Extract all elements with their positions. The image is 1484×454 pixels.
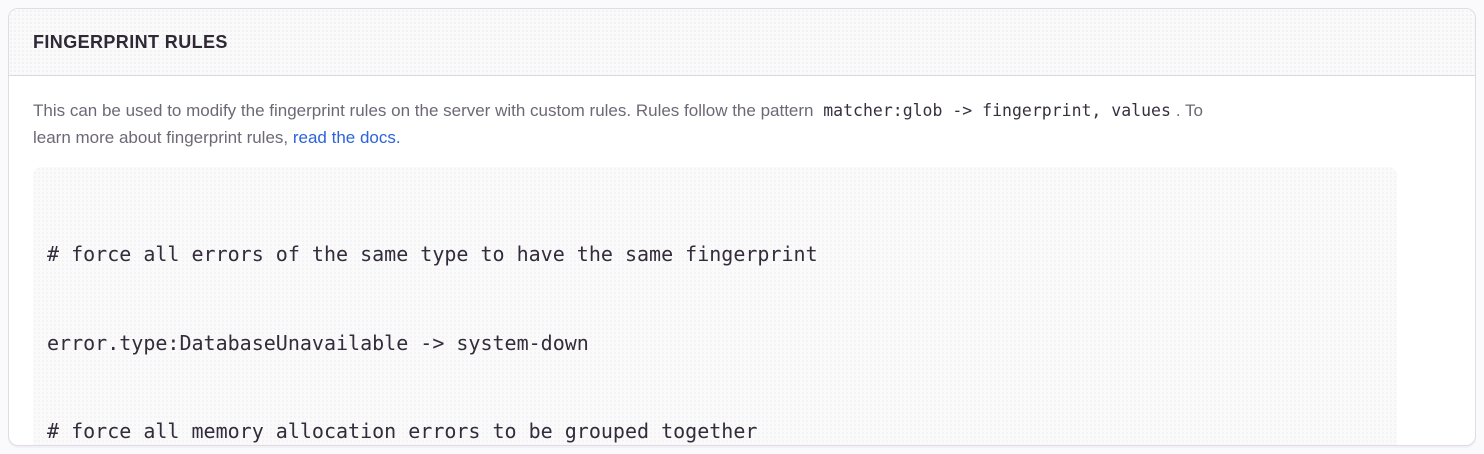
fingerprint-rules-panel: FINGERPRINT RULES This can be used to mo… bbox=[8, 8, 1476, 446]
example-code-line: # force all errors of the same type to h… bbox=[47, 242, 818, 266]
example-code-block: # force all errors of the same type to h… bbox=[33, 167, 1397, 445]
example-code-line: # force all memory allocation errors to … bbox=[47, 419, 758, 443]
read-the-docs-link[interactable]: read the docs. bbox=[292, 128, 401, 147]
panel-header: FINGERPRINT RULES bbox=[9, 9, 1475, 76]
panel-body: This can be used to modify the fingerpri… bbox=[9, 76, 1475, 445]
description-text-2: . To bbox=[1175, 101, 1203, 120]
description: This can be used to modify the fingerpri… bbox=[33, 97, 1405, 151]
example-code-line: error.type:DatabaseUnavailable -> system… bbox=[47, 330, 589, 355]
pattern-inline-code: matcher:glob -> fingerprint, values bbox=[823, 101, 1171, 120]
panel-title: FINGERPRINT RULES bbox=[33, 31, 228, 52]
description-text-1: This can be used to modify the fingerpri… bbox=[33, 101, 819, 120]
description-text-3: learn more about fingerprint rules, bbox=[33, 128, 293, 147]
